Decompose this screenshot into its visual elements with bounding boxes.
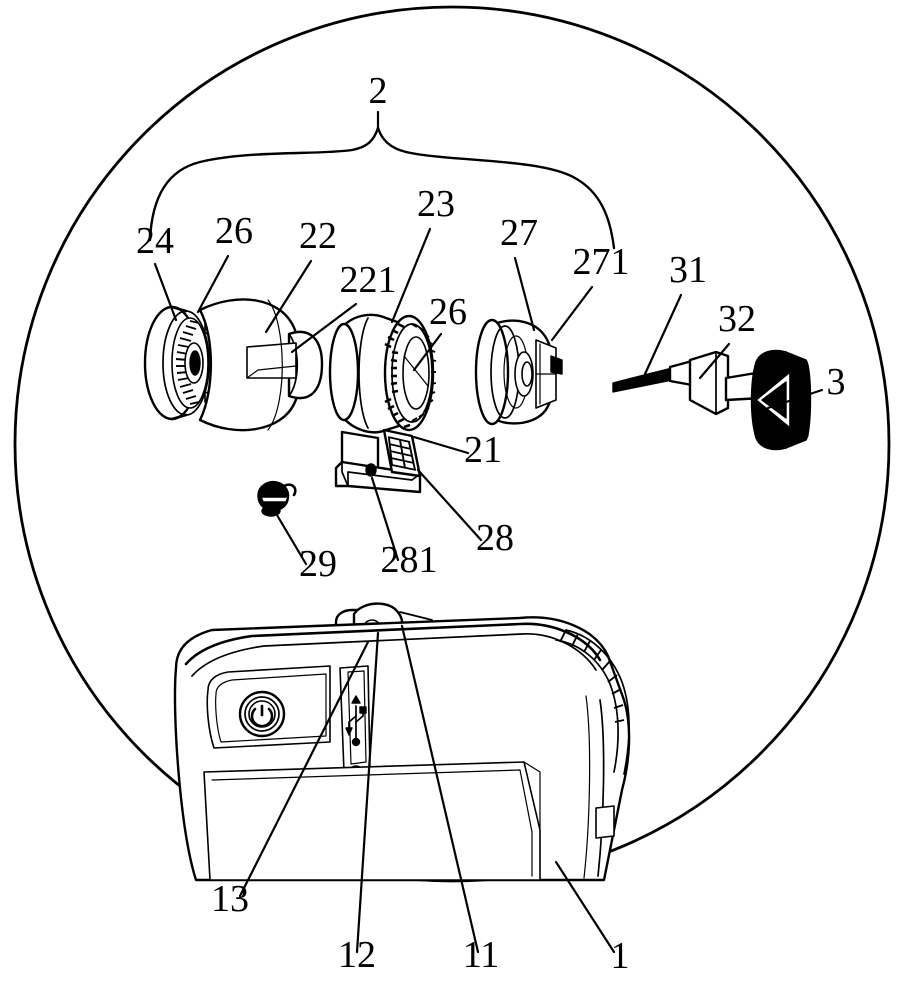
part-main-device-body	[173, 602, 631, 882]
numeral-24: 24	[136, 220, 174, 262]
part-sealing-plug	[257, 480, 297, 517]
numeral-271: 271	[573, 241, 630, 283]
numeral-22: 22	[299, 215, 337, 257]
numeral-21: 21	[464, 429, 502, 471]
numeral-12: 12	[338, 934, 376, 976]
numeral-221: 221	[340, 259, 397, 301]
usb-icon	[345, 695, 367, 747]
numeral-2: 2	[369, 70, 388, 112]
numeral-26-barrel: 26	[429, 291, 467, 333]
numeral-29: 29	[299, 543, 337, 585]
power-button[interactable]	[238, 690, 286, 738]
assembly-brace	[148, 126, 616, 250]
numeral-26-left: 26	[215, 210, 253, 252]
barrel-ring-teeth	[384, 322, 437, 429]
numeral-31: 31	[669, 249, 707, 291]
body-grip-ribs	[555, 629, 630, 775]
leader-lines	[153, 110, 824, 954]
numeral-281: 281	[381, 539, 438, 581]
usb-port-cover[interactable]	[339, 665, 371, 775]
part-spherical-housing	[198, 298, 324, 432]
bracket-ribs	[387, 436, 417, 471]
numeral-11: 11	[463, 934, 500, 976]
part-mounting-bracket	[334, 428, 422, 494]
part-thumbscrew	[612, 349, 812, 451]
reference-numeral-labels: 2 24 26 22 221 23 26 27 271 21 28 281 29…	[136, 70, 846, 977]
part-cylindrical-barrel	[328, 313, 437, 434]
numeral-28: 28	[476, 517, 514, 559]
front-cap-teeth	[175, 320, 200, 405]
numeral-3: 3	[827, 361, 846, 403]
numeral-1: 1	[611, 935, 630, 977]
shaft-threads	[621, 373, 663, 390]
part-rear-end-cap	[474, 318, 563, 426]
numeral-13: 13	[211, 878, 249, 920]
numeral-23: 23	[417, 183, 455, 225]
numeral-32: 32	[718, 298, 756, 340]
numeral-27: 27	[500, 212, 538, 254]
